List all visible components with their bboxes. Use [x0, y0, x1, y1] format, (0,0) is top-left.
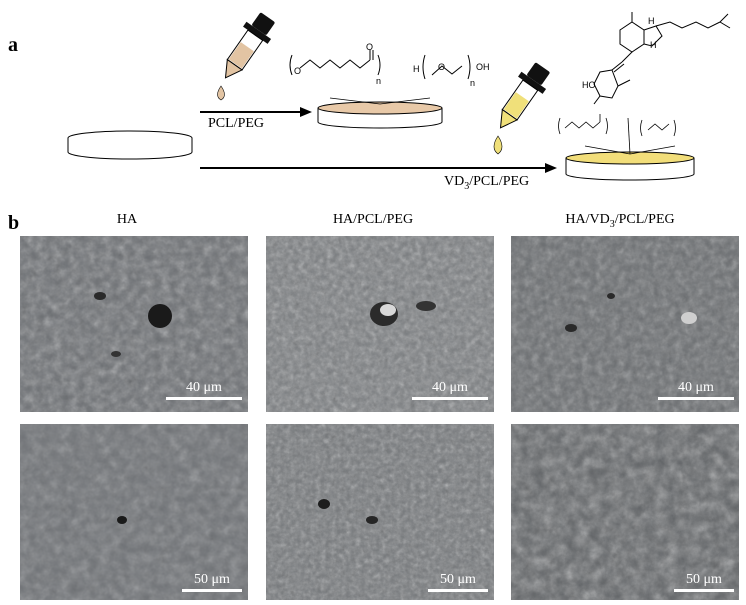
peg-structure-icon	[422, 54, 471, 80]
panel-a-schematic	[67, 12, 731, 181]
drop-pclpeg-icon	[217, 85, 225, 101]
scale-bar-ha-vd3-pcl-peg-50um: 50 μm	[674, 572, 734, 592]
sem-image-ha-vd3-pcl-peg-50um	[511, 424, 739, 600]
column-title-ha: HA	[116, 212, 138, 227]
scale-bar-ha-vd3-pcl-peg-40um: 40 μm	[658, 380, 734, 400]
peg-n-label: n	[470, 78, 476, 88]
scale-bar-ha-pcl-peg-40um: 40 μm	[412, 380, 488, 400]
pcl-o-label: O	[294, 66, 302, 76]
vd3-h-label-1: H	[648, 16, 655, 26]
arrow-pclpeg	[200, 107, 312, 117]
sem-image-ha-50um	[20, 424, 248, 600]
arrow-vd3pclpeg	[200, 163, 557, 173]
peg-h-label: H	[413, 64, 420, 74]
vd3-structure-icon	[593, 12, 731, 105]
scale-bar-label: 40 μm	[432, 380, 468, 395]
pore-icon	[148, 304, 172, 328]
drop-vd3-icon	[493, 135, 503, 155]
column-title-ha-pcl-peg: HA/PCL/PEG	[332, 212, 414, 227]
dropper-vd3-icon	[499, 62, 550, 129]
column-title-ha-vd3-pcl-peg: HA/VD3/PCL/PEG	[565, 212, 675, 230]
scale-bar-label: 50 μm	[440, 572, 476, 587]
panel-a-label: a	[8, 34, 18, 56]
pcl-structure-small-icon	[558, 114, 608, 135]
dropper-pclpeg-icon	[224, 12, 275, 79]
peg-structure-small-icon	[640, 119, 676, 137]
vd3-ho-label: HO	[582, 80, 596, 90]
sem-image-ha-40um	[20, 236, 248, 412]
sem-image-ha-pcl-peg-50um	[266, 424, 494, 600]
sem-image-ha-vd3-pcl-peg-40um	[511, 236, 739, 412]
scale-bar-label: 40 μm	[186, 380, 222, 395]
sem-image-ha-pcl-peg-40um	[266, 236, 494, 412]
arrow-pclpeg-label: PCL/PEG	[208, 116, 265, 131]
arrow-vd3pclpeg-label: VD3/PCL/PEG	[444, 174, 530, 192]
pcl-n-label: n	[376, 76, 382, 86]
scale-bar-ha-40um: 40 μm	[166, 380, 242, 400]
coated-dish-pclpeg-icon	[317, 97, 443, 129]
scale-bar-label: 50 μm	[686, 572, 722, 587]
pcl-carbonyl-o-label: O	[366, 42, 374, 52]
scale-bar-ha-pcl-peg-50um: 50 μm	[428, 572, 488, 592]
empty-dish-icon	[67, 130, 193, 160]
peg-o-label: O	[438, 62, 446, 72]
scale-bar-ha-50um: 50 μm	[182, 572, 242, 592]
peg-oh-label: OH	[476, 62, 490, 72]
coated-dish-vd3-icon	[565, 117, 695, 181]
scale-bar-label: 50 μm	[194, 572, 230, 587]
panel-b-label: b	[8, 212, 20, 234]
scale-bar-label: 40 μm	[678, 380, 714, 395]
pcl-structure-icon	[289, 50, 381, 76]
vd3-h-label-2: H	[650, 40, 657, 50]
